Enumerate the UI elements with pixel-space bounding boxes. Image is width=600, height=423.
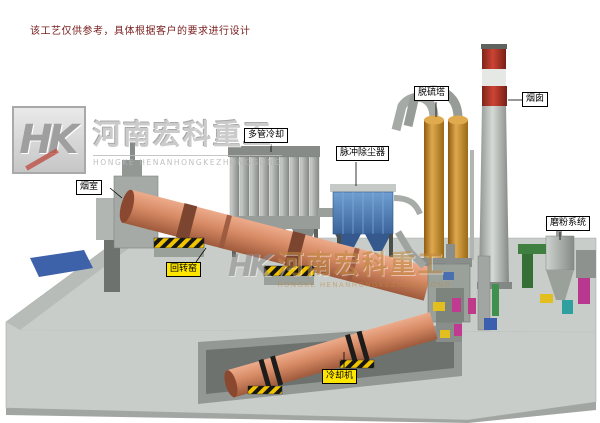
watermark-center-logo: HK — [228, 249, 272, 284]
rotary-kiln — [119, 189, 433, 301]
watermark-center-cn: 河南宏科重工 — [277, 250, 446, 280]
label-multi-tube-cooler: 多管冷却 — [244, 128, 289, 144]
watermark-text-block: 河南宏科重工 HONGKE HENANHONGKEZHONGGONG — [93, 113, 282, 167]
watermark-company-en: HONGKE HENANHONGKEZHONGGONG — [93, 155, 282, 167]
watermark-company-cn: 河南宏科重工 — [93, 118, 274, 151]
label-cooler: 冷却机 — [322, 369, 358, 385]
disclaimer-text: 该工艺仅供参考，具体根据客户的要求进行设计 — [30, 26, 251, 37]
logo-hk-text: HK — [19, 117, 79, 163]
leader-lines — [109, 99, 561, 368]
foundation-pad — [30, 250, 93, 277]
hongke-logo-icon: HK — [12, 106, 86, 174]
cooler — [224, 312, 438, 398]
label-rotary-kiln: 回转窑 — [166, 262, 202, 278]
bucket-elevator — [468, 255, 499, 331]
watermark-center-text: 河南宏科重工 HONGKE HENANHONGKEZHONGGONG — [277, 244, 451, 289]
chimney — [477, 44, 512, 289]
watermark-center: HK 河南宏科重工 HONGKE HENANHONGKEZHONGGONG — [228, 244, 451, 289]
grinding-system — [518, 218, 596, 314]
kiln-support-piers — [153, 237, 315, 285]
watermark-center-en: HONGKE HENANHONGKEZHONGGONG — [277, 281, 452, 289]
kiln-hood — [394, 230, 471, 342]
label-pulse-dust-collector: 脉冲除尘器 — [336, 146, 390, 162]
label-smoke-chamber: 烟室 — [76, 180, 103, 196]
label-grinding-system: 磨粉系统 — [546, 216, 591, 232]
label-desulfurization-tower: 脱硫塔 — [414, 86, 450, 102]
label-chimney: 烟囱 — [522, 92, 549, 108]
desulfurization-tower — [391, 85, 474, 267]
watermark-logo: HK 河南宏科重工 HONGKE HENANHONGKEZHONGGONG — [12, 106, 282, 174]
